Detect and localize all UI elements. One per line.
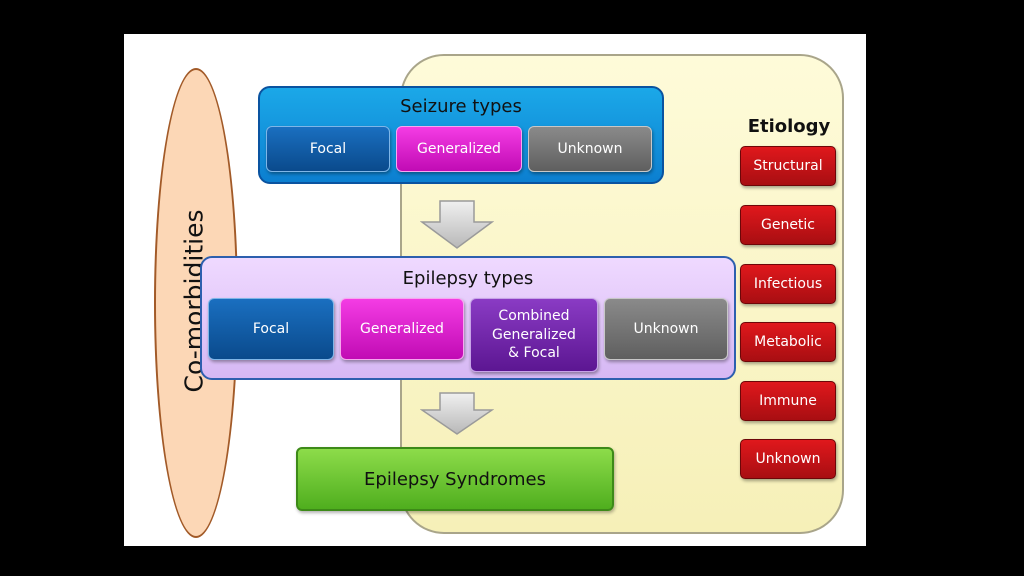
seizure-type-focal: Focal [266,126,390,172]
down-arrow-icon [420,392,494,435]
etiology-item-immune: Immune [740,381,836,421]
etiology-item-unknown: Unknown [740,439,836,479]
diagram-slide: Co-morbidities Seizure types Focal Gener… [124,34,866,546]
epilepsy-type-unknown: Unknown [604,298,728,360]
epilepsy-type-focal: Focal [208,298,334,360]
etiology-title: Etiology [747,116,831,137]
epilepsy-syndromes-box: Epilepsy Syndromes [296,447,614,511]
seizure-types-title: Seizure types [400,96,522,117]
etiology-item-infectious: Infectious [740,264,836,304]
epilepsy-type-generalized: Generalized [340,298,464,360]
etiology-item-genetic: Genetic [740,205,836,245]
epilepsy-types-panel: Epilepsy types Focal Generalized Combine… [200,256,736,380]
epilepsy-type-combined: Combined Generalized & Focal [470,298,598,372]
etiology-item-structural: Structural [740,146,836,186]
down-arrow-icon [420,200,494,249]
seizure-type-generalized: Generalized [396,126,522,172]
epilepsy-types-title: Epilepsy types [402,268,534,289]
etiology-item-metabolic: Metabolic [740,322,836,362]
seizure-type-unknown: Unknown [528,126,652,172]
seizure-types-panel: Seizure types Focal Generalized Unknown [258,86,664,184]
